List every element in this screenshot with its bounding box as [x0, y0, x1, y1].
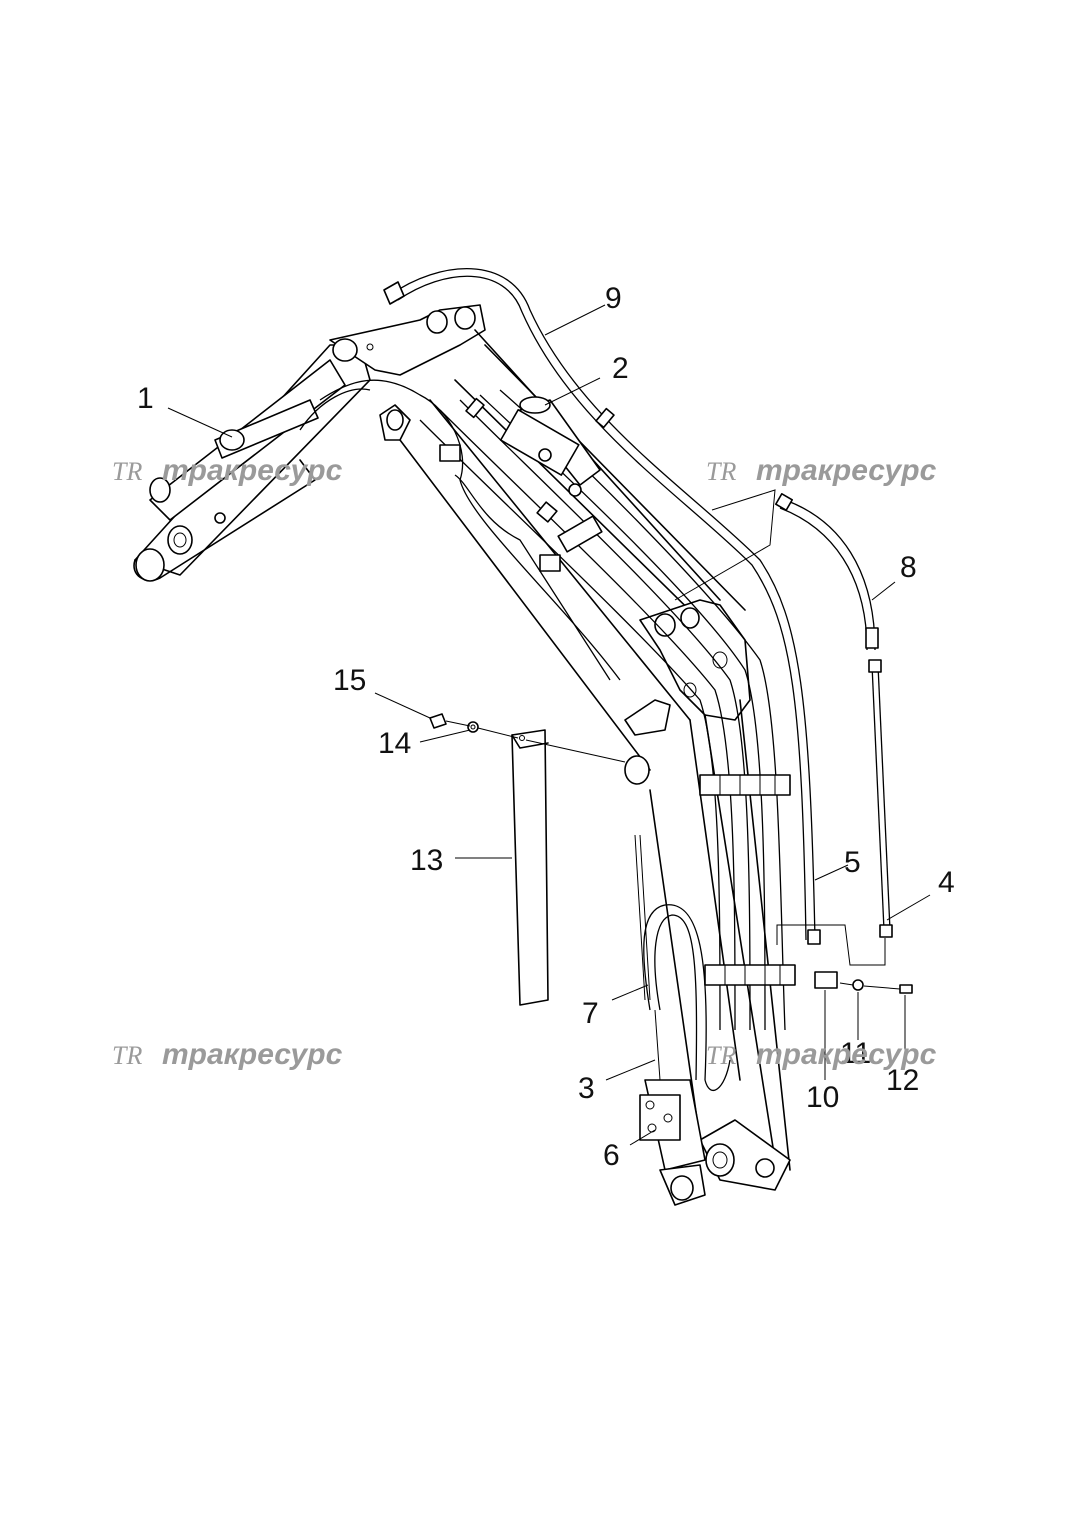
callout-8: 8: [900, 551, 917, 584]
callout-1: 1: [137, 382, 154, 415]
callout-7: 7: [582, 997, 599, 1030]
watermark-logo: TR: [112, 457, 142, 486]
watermark-top-left: TR тракресурс: [112, 454, 343, 487]
watermark-logo: TR: [706, 457, 736, 486]
hose-routing: [299, 268, 893, 1092]
callout-numbers: 1 2 3 4 5 6 7 8 9 10 11 12 13 14 15: [137, 282, 955, 1172]
callout-2: 2: [612, 352, 629, 385]
callout-10: 10: [806, 1081, 839, 1114]
callout-6: 6: [603, 1139, 620, 1172]
watermark-logo: TR: [112, 1041, 142, 1070]
callout-5: 5: [844, 846, 861, 879]
leader-lines: [167, 304, 931, 1146]
callout-9: 9: [605, 282, 622, 315]
callout-13: 13: [410, 844, 443, 877]
callout-11: 11: [840, 1037, 871, 1070]
callout-4: 4: [938, 866, 955, 899]
watermark-text: тракресурс: [162, 454, 343, 487]
watermark-top-right: TR тракресурс: [706, 454, 937, 487]
watermark-text: тракресурс: [756, 1038, 937, 1071]
watermark-logo: TR: [706, 1041, 736, 1070]
watermark-bottom-right: TR тракресурс: [706, 1038, 937, 1071]
callout-14: 14: [378, 727, 411, 760]
callout-15: 15: [333, 664, 366, 697]
boom-assembly: [133, 304, 791, 1191]
callout-3: 3: [578, 1072, 595, 1105]
loose-parts: [429, 713, 913, 1206]
watermark-text: тракресурс: [162, 1038, 343, 1071]
watermark-text: тракресурс: [756, 454, 937, 487]
watermark-bottom-left: TR тракресурс: [112, 1038, 343, 1071]
callout-12: 12: [886, 1064, 919, 1097]
